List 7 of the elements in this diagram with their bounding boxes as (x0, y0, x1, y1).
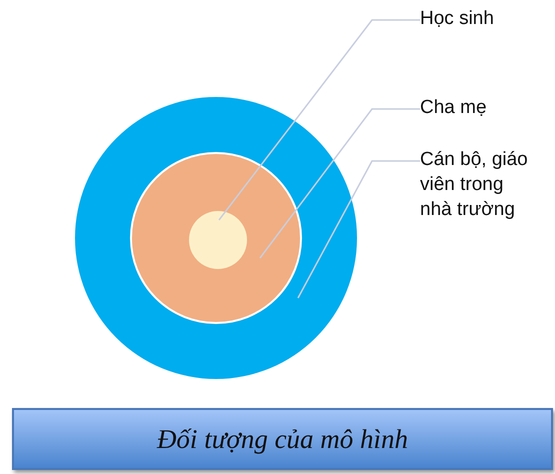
leader-line (218, 19, 420, 220)
leader-line (297, 160, 420, 298)
callout-label: Cán bộ, giáo viên trong nhà trường (420, 147, 538, 227)
title-banner: Đối tượng của mô hình (12, 408, 553, 470)
callout-label: Cha mẹ (420, 95, 540, 123)
leader-line (259, 108, 420, 258)
callout-label: Học sinh (420, 6, 540, 34)
